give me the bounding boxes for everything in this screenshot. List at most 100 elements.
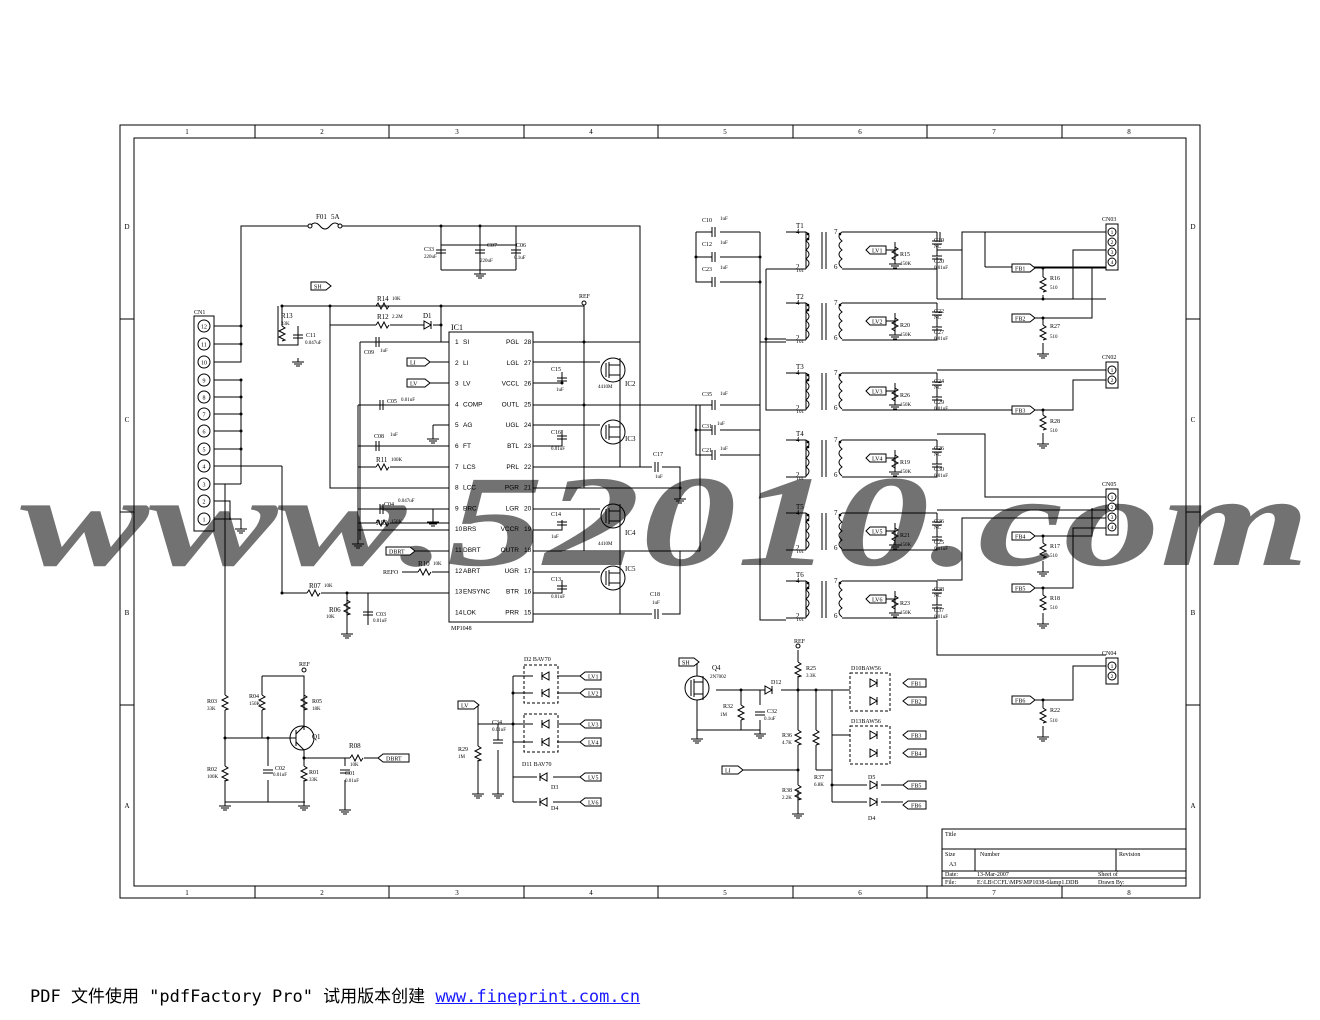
connector-cn04-pin-number: 2	[1111, 674, 1114, 680]
ic1-pin-number: 11	[455, 547, 462, 554]
capacitor-ref: C29	[934, 400, 944, 406]
net-label-text: FB2	[911, 700, 921, 706]
ic1-pin-name: BTL	[507, 443, 519, 450]
junction	[758, 280, 762, 284]
resistor-value: 150K	[900, 611, 912, 616]
junction	[439, 224, 443, 228]
diode	[540, 688, 550, 698]
ic1-pin-name: SI	[463, 339, 469, 346]
ic1-pin-name: UGR	[505, 568, 520, 575]
component-label: R07	[309, 582, 321, 590]
ic1-part: MP1048	[451, 626, 472, 632]
transformer-pin: 6	[834, 404, 838, 412]
diode	[869, 748, 879, 758]
connector-cn03-pin-number: 3	[1111, 250, 1114, 256]
ic1-pin-number: 27	[524, 360, 532, 367]
component-label: 33K	[309, 778, 318, 783]
component-label: 4410M	[598, 385, 613, 390]
ic1-pin-name: COMP	[463, 401, 483, 408]
capacitor-value: 0.01uF	[934, 266, 948, 271]
net-label-text: LV	[461, 704, 469, 710]
component-label: 2.2M	[392, 315, 403, 320]
zone-col-3-bottom: 3	[455, 889, 459, 897]
connector-cn05-pin	[1107, 512, 1117, 522]
ic1-pin-number: 25	[524, 401, 532, 408]
connector-cn03-pin-number: 2	[1111, 240, 1114, 246]
transformer-ref: T5	[796, 503, 804, 511]
ground-symbol	[341, 630, 353, 639]
connector-cn1-pin-number: 11	[201, 343, 207, 349]
net-label-text: LI	[410, 361, 416, 367]
net-label-text: SH	[314, 285, 322, 291]
connector-cn1-pin-number: 5	[203, 448, 206, 454]
net-label-text: SH	[682, 661, 690, 667]
ground-symbol	[292, 358, 304, 367]
component-label: 33K	[207, 707, 216, 712]
ic1-pin-name: BRS	[463, 526, 477, 533]
component-label: 1uF	[551, 535, 559, 540]
net-label: SH	[310, 281, 332, 291]
net-label-text: FB3	[911, 734, 921, 740]
ic1-pin-name: LGR	[506, 505, 520, 512]
junction	[739, 688, 743, 692]
resistor-ref: R19	[900, 460, 910, 466]
transformer-part: T01	[796, 340, 805, 345]
ic1-pin-number: 16	[524, 589, 532, 596]
junction	[239, 412, 243, 416]
component-label: 1uF	[556, 388, 564, 393]
capacitor	[654, 609, 659, 619]
net-label: FB6	[1011, 695, 1036, 705]
footer-link[interactable]: www.fineprint.com.cn	[435, 987, 641, 1007]
component-label: 1M	[458, 755, 466, 760]
ic1-pin-number: 12	[455, 568, 463, 575]
capacitor-ref: C22	[934, 309, 944, 315]
component-label: R25	[806, 666, 816, 672]
net-label: LV6	[579, 797, 602, 807]
net-label: LV5	[579, 772, 602, 782]
transformer-ref: T4	[796, 430, 804, 438]
component-label: R08	[349, 742, 361, 750]
transformer-pin: 4	[796, 299, 800, 307]
lv-net-label: LV5	[872, 530, 882, 536]
ic1-pin-name: FT	[463, 443, 471, 450]
capacitor-ref: C26	[934, 446, 944, 452]
component-label: Q1	[312, 733, 321, 741]
junction	[511, 691, 515, 695]
net-label: LV	[406, 378, 431, 388]
transformer-pin: 2	[796, 612, 800, 620]
capacitor-ref: C38	[934, 587, 944, 593]
ic1-pin-number: 6	[455, 443, 459, 450]
component-label: C07	[487, 243, 497, 249]
component-label: 1uF	[720, 241, 728, 246]
ic1-pin-number: 5	[455, 422, 459, 429]
component-label: C34	[492, 720, 502, 726]
zone-row-d-left: D	[124, 223, 129, 231]
net-label-text: FB3	[1015, 409, 1025, 415]
connector-cn1-pin	[197, 512, 211, 526]
junction	[239, 429, 243, 433]
component-label: 10K	[326, 615, 335, 620]
lv-net-label: LV3	[872, 390, 882, 396]
junction	[239, 342, 243, 346]
ic1-pin-name: PGL	[506, 339, 519, 346]
component-label: 1uF	[720, 447, 728, 452]
connector-cn1-pin-number: 7	[203, 413, 206, 419]
capacitor	[711, 400, 716, 410]
component-label: R04	[249, 694, 259, 700]
capacitor-ref: C20	[934, 259, 944, 265]
zone-row-b-left: B	[125, 609, 130, 617]
diode	[540, 737, 550, 747]
resistor	[342, 599, 352, 616]
capacitor	[511, 249, 521, 254]
diode	[869, 696, 879, 706]
component-label: 1uF	[720, 217, 728, 222]
ic1-pin-number: 8	[455, 485, 459, 492]
component-label: C16	[551, 430, 561, 436]
junction	[266, 736, 270, 740]
component-label: D4	[551, 806, 558, 812]
net-label-text: FB4	[911, 752, 921, 758]
junction	[814, 688, 818, 692]
component-label: C08	[374, 434, 384, 440]
capacitor	[379, 400, 384, 410]
